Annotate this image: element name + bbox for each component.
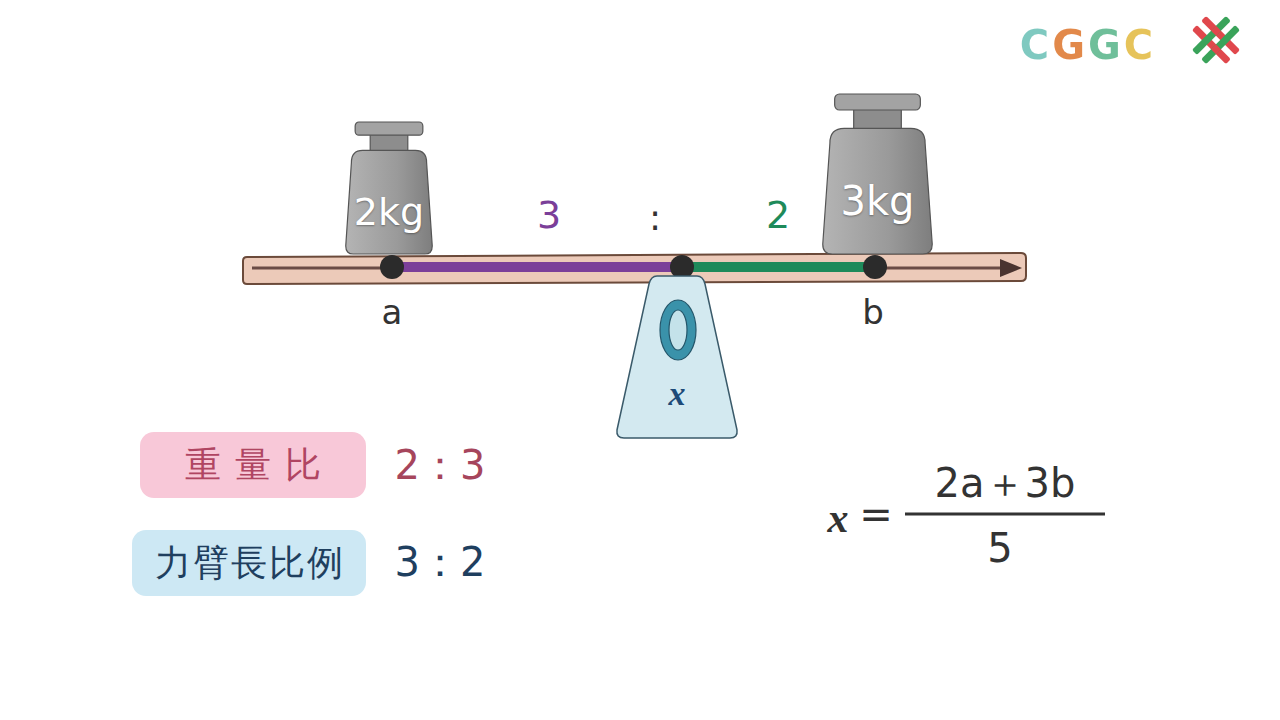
weight-neck [854, 108, 902, 131]
point-name: b [862, 295, 884, 329]
ratio-value: 2：3 [395, 445, 486, 485]
formula-variable: x [828, 497, 849, 539]
weight-cap [355, 122, 423, 135]
weight-neck [370, 133, 408, 152]
weight-label: 3kg [840, 181, 914, 221]
fulcrum-body [617, 276, 737, 438]
arm-segment [682, 262, 875, 272]
formula-equals: = [859, 494, 893, 534]
fulcrum-ring [660, 300, 696, 360]
logo-weave [1211, 44, 1221, 54]
fulcrum-variable: x [669, 377, 686, 411]
weight-label: 2kg [354, 193, 424, 231]
badge-title: 力臂長比例 [153, 545, 345, 581]
text-holder: 2kg [342, 177, 436, 246]
badge-title: 重量比 [171, 447, 335, 483]
text-holder: 3kg [818, 161, 937, 241]
weight-body [346, 150, 432, 254]
logo-bar [1201, 25, 1240, 64]
ratio-badge: 重量比 [140, 432, 366, 498]
logo-weave [1211, 26, 1221, 36]
fraction-bar [905, 513, 1105, 516]
point-name: a [382, 295, 403, 329]
weight-body [823, 128, 932, 254]
weight-outline [342, 122, 436, 254]
logo-text: CGGC [1020, 25, 1156, 65]
arm-length: 3 [537, 196, 561, 234]
formula-numerator: 2a＋3b [935, 463, 1076, 503]
weight-outline [818, 94, 937, 254]
formula-denominator: 5 [987, 528, 1012, 568]
arm-segment [392, 262, 682, 272]
weight-cap [835, 94, 921, 110]
arm-length: 2 [766, 196, 790, 234]
ratio-value: 3：2 [395, 542, 486, 582]
point-dot [380, 255, 404, 279]
lever-board [243, 253, 1026, 284]
logo-icon [1182, 6, 1250, 74]
point-dot [863, 255, 887, 279]
fulcrum-outline [617, 276, 737, 438]
fulcrum: x [617, 276, 737, 438]
ratio-colon: : [649, 200, 661, 236]
text-holder: 重量比 [140, 432, 366, 498]
weight-block: 3kg [818, 94, 937, 254]
weight-block: 2kg [342, 122, 436, 254]
ratio-badge: 力臂長比例 [132, 530, 366, 596]
axis-arrowhead [1000, 259, 1022, 277]
fulcrum-hole [669, 310, 687, 350]
text-holder: x [617, 373, 737, 415]
text-holder: 力臂長比例 [132, 530, 366, 596]
number-axis [252, 267, 1008, 270]
